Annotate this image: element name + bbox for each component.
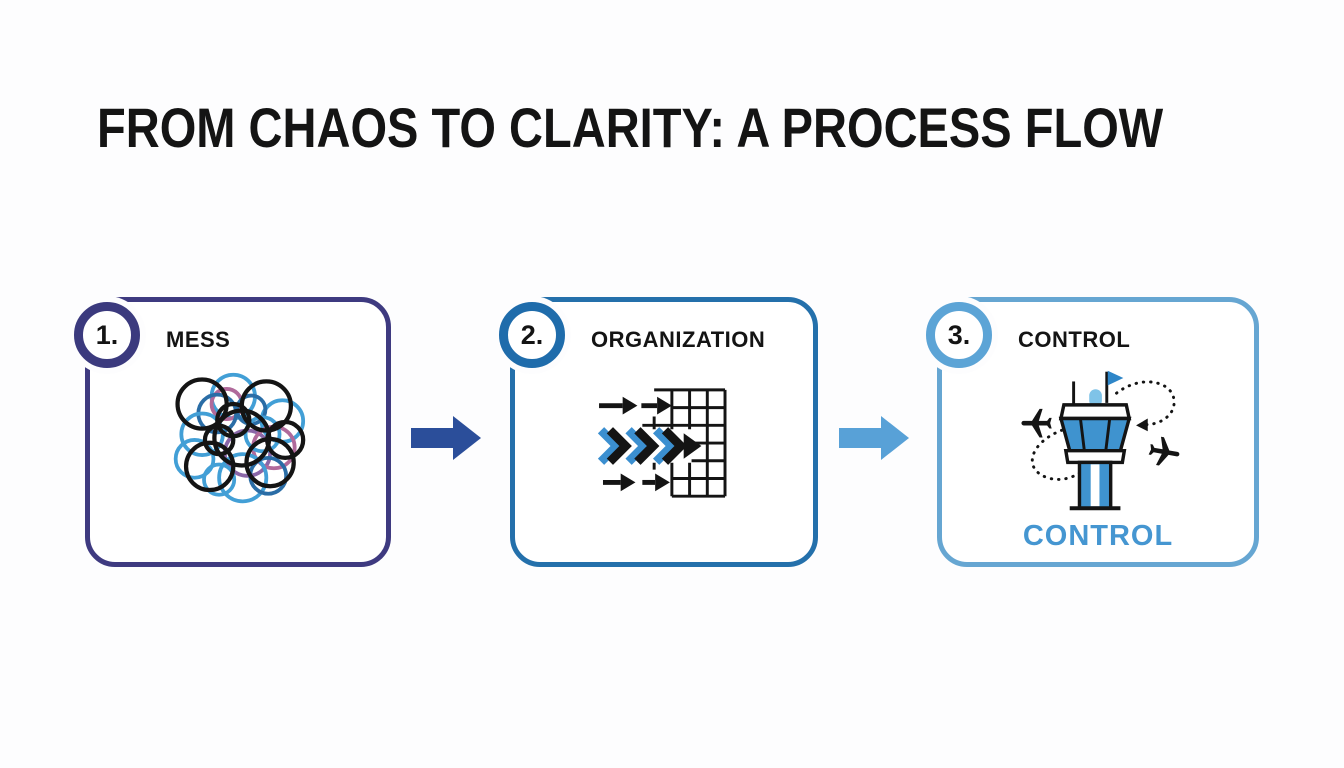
- step-card-mess: 1. MESS: [74, 297, 391, 567]
- airplane-icon: [1021, 408, 1052, 438]
- step-1-badge: 1.: [74, 302, 140, 368]
- tower-caption: CONTROL: [1022, 520, 1174, 552]
- tower-cabin: [1058, 416, 1132, 453]
- step-3-label: CONTROL: [1018, 327, 1131, 352]
- step-3-badge: 3.: [926, 302, 992, 368]
- tangled-scribble-icon: [173, 372, 306, 504]
- step-3-number: 3.: [947, 319, 971, 350]
- step-card-organization: 2. ORGANIZATION: [499, 297, 818, 567]
- step-3-icon-area: CONTROL: [942, 360, 1254, 553]
- tower-band: [1063, 448, 1127, 465]
- step-card-control: 3. CONTROL: [926, 297, 1259, 567]
- control-tower-icon: [1021, 370, 1180, 511]
- row-arrows: [599, 396, 672, 492]
- step-1-label: MESS: [166, 327, 231, 352]
- step-1-number: 1.: [95, 319, 119, 350]
- step-1-icon-area: [90, 368, 386, 510]
- flow-arrow-1-icon: [411, 416, 481, 460]
- tower-stripe: [1090, 464, 1100, 507]
- beacon-light: [1089, 389, 1102, 407]
- step-2-number: 2.: [520, 319, 544, 350]
- chevron-arrows: [597, 427, 702, 465]
- airplane-icon: [1148, 436, 1180, 466]
- cabin-panes: [1078, 418, 1112, 451]
- flight-path-arrowhead: [1136, 418, 1148, 432]
- page-title: FROM CHAOS TO CLARITY: A PROCESS FLOW: [97, 96, 1164, 159]
- step-2-icon-area: [515, 384, 813, 508]
- arrows-into-grid-icon: [595, 388, 727, 498]
- tower-roof: [1058, 403, 1132, 421]
- step-2-label: ORGANIZATION: [591, 327, 766, 352]
- flow-arrow-2-icon: [839, 416, 909, 460]
- flag-icon: [1107, 370, 1124, 386]
- step-2-badge: 2.: [499, 302, 565, 368]
